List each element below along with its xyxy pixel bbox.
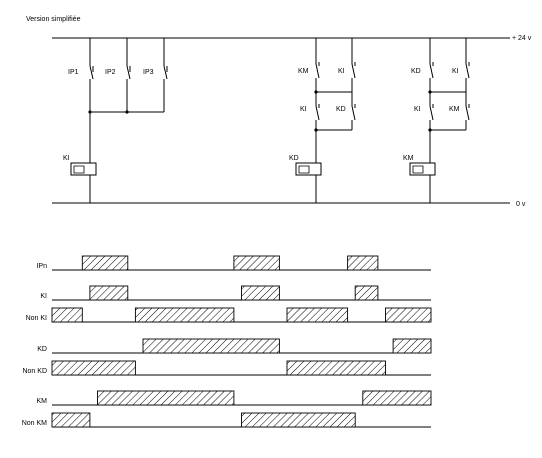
timing-pulse [286,360,386,376]
timing-pulse [51,307,83,323]
timing-pulse [233,255,280,271]
contact-ki-label: KI [300,106,307,113]
coil-ki-label: KI [63,155,70,162]
contact-ip2-label: IP2 [105,69,116,76]
timing-pulse [354,285,379,301]
timing-signal-label: Non KI [26,315,47,322]
timing-pulse [241,412,356,428]
ladder-schematic: Version simplifiée + 24 v 0 v [26,16,532,208]
timing-pulse [286,307,349,323]
timing-signal: Non KI [26,307,432,323]
contact-kd-label: KD [336,106,346,113]
branch-km: KD KI KI KM KM [403,38,470,203]
contact-km-label: KM [298,68,309,75]
rail-24v-label: + 24 v [512,35,532,42]
timing-signal-label: KM [37,398,48,405]
branch-kd: KM KI KI KD KD [289,38,356,203]
timing-pulse [142,338,280,354]
timing-pulse [134,307,235,323]
contact-km-label: KM [449,106,460,113]
schematic-title: Version simplifiée [26,16,81,23]
timing-pulse [89,285,129,301]
contact-ki-label: KI [338,68,345,75]
contact-ip3-label: IP3 [143,69,154,76]
timing-pulse [241,285,280,301]
timing-signal: IPn [36,255,431,271]
timing-pulse [347,255,379,271]
timing-pulse [362,390,432,406]
timing-signal-label: KI [40,293,47,300]
timing-signal-label: Non KD [22,368,47,375]
timing-signal: KI [40,285,431,301]
timing-signal-label: Non KM [22,420,47,427]
timing-signal-label: KD [37,346,47,353]
branch-ki: IP1 IP2 IP3 KI [63,38,168,203]
coil-kd-label: KD [289,155,299,162]
contact-kd-label: KD [411,68,421,75]
timing-pulse [51,412,91,428]
timing-signal-label: IPn [36,263,47,270]
rail-0v-label: 0 v [516,201,526,208]
timing-pulse [392,338,432,354]
timing-signal: KD [37,338,432,354]
timing-signal: Non KD [22,360,431,376]
timing-signal: KM [37,390,432,406]
timing-pulse [97,390,235,406]
contact-ip1-label: IP1 [68,69,79,76]
timing-pulse [51,360,136,376]
timing-signal: Non KM [22,412,431,428]
contact-ki-label: KI [452,68,459,75]
contact-ki-label: KI [414,106,421,113]
coil-km-label: KM [403,155,414,162]
timing-pulse [81,255,129,271]
timing-pulse [385,307,432,323]
